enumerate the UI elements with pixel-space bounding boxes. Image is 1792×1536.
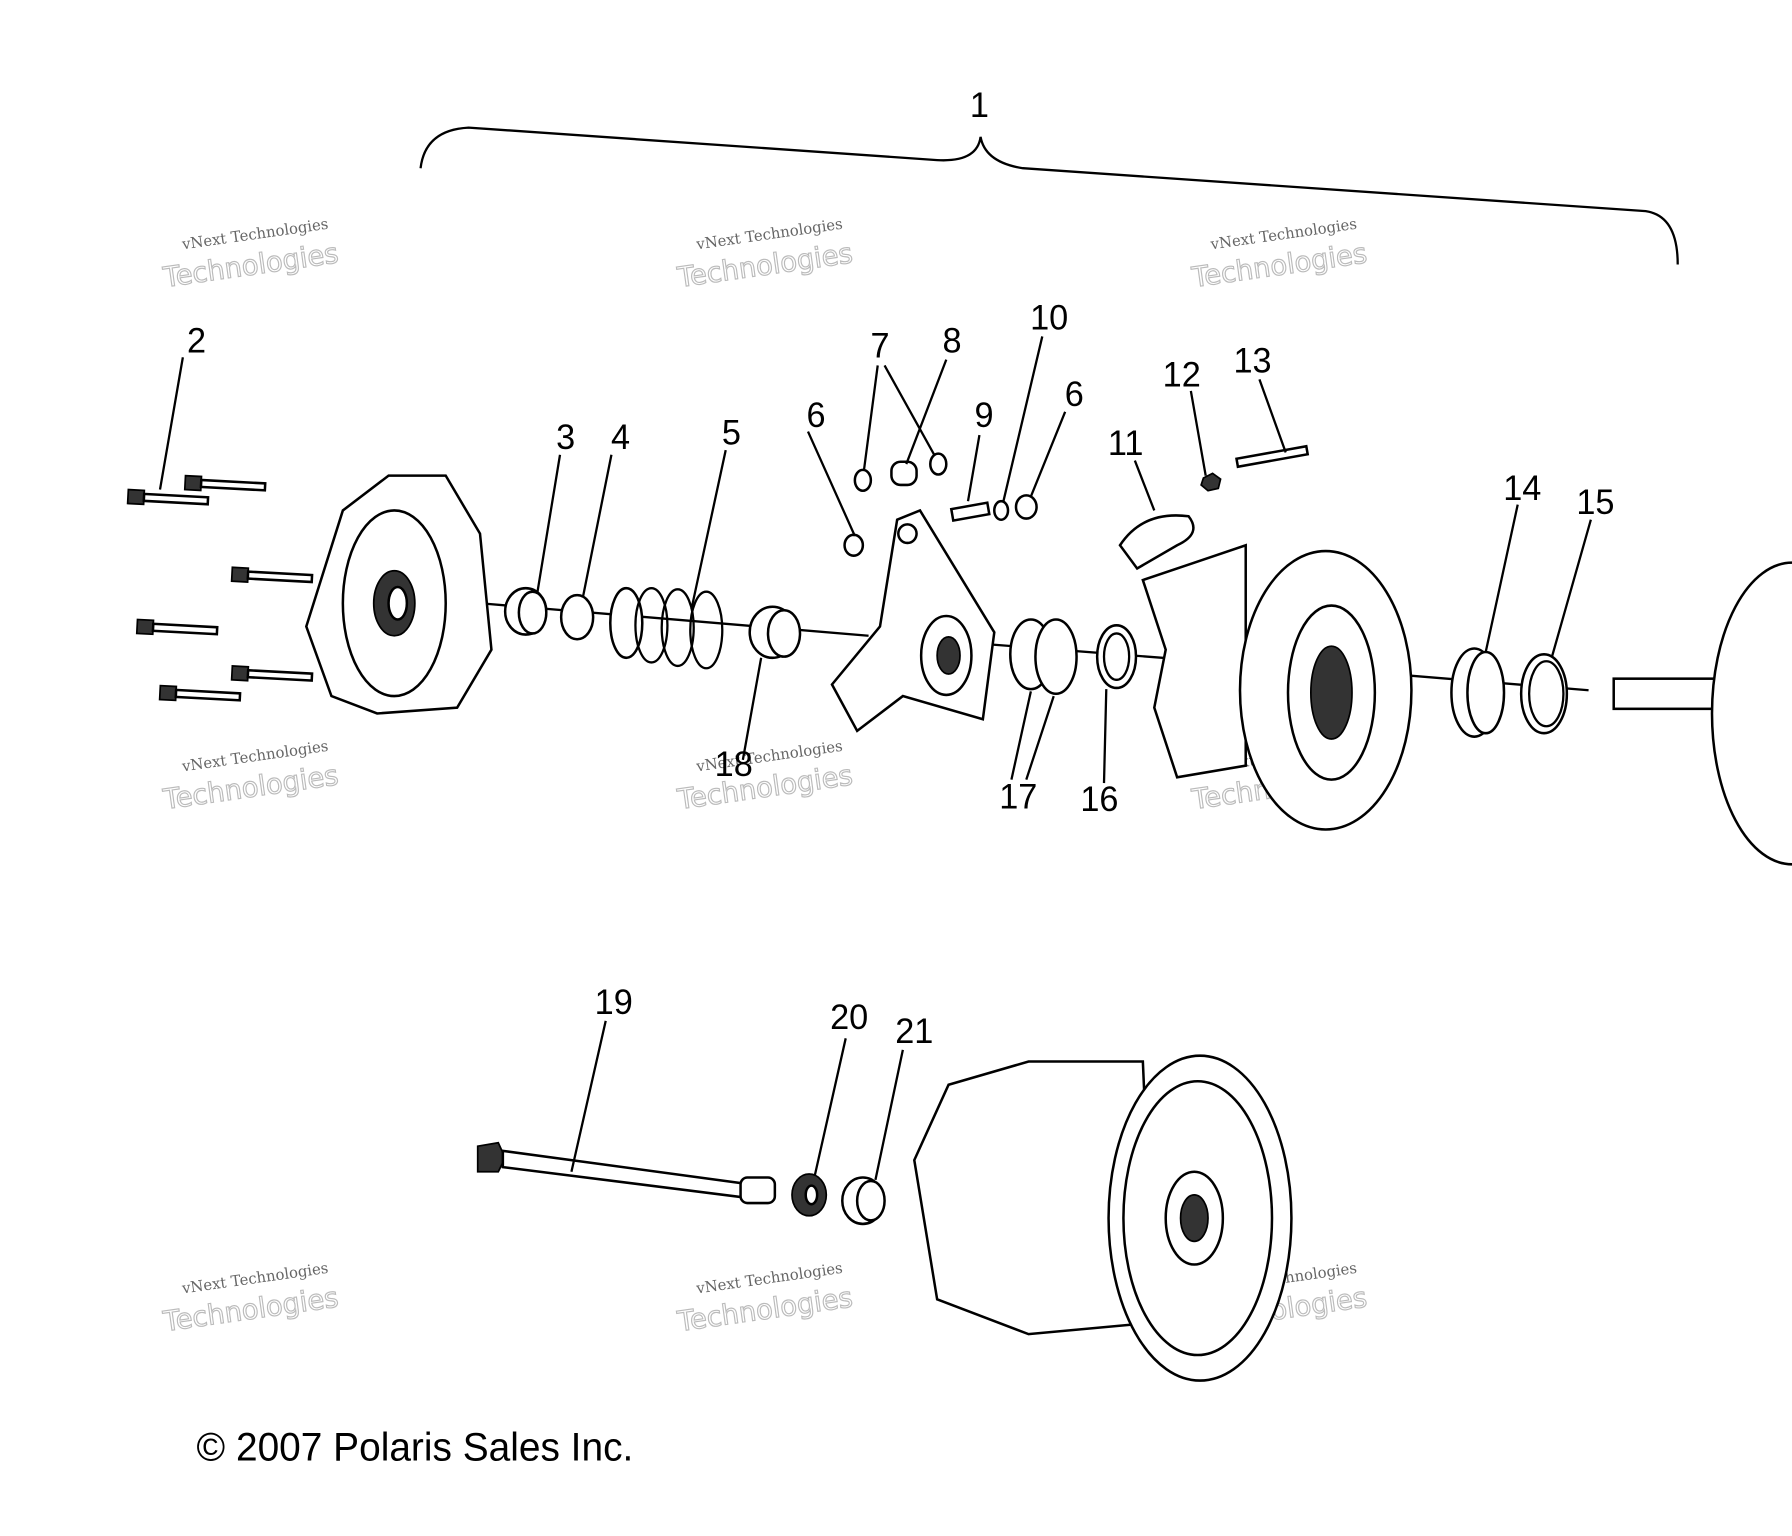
- callout-15: 15: [1576, 484, 1614, 522]
- bushing: [503, 586, 548, 636]
- snap-ring: [559, 593, 595, 641]
- bearing: [1450, 647, 1506, 738]
- callout-11: 11: [1108, 425, 1144, 463]
- callout-2: 2: [187, 322, 206, 360]
- callout-labels: 1 2 3 4 5 6 7 8 9 10 6 11 12 13 14 15 16…: [187, 87, 1614, 1051]
- callout-18: 18: [715, 746, 753, 784]
- moveable-sheave: [1141, 543, 1413, 831]
- callout-14: 14: [1503, 470, 1541, 508]
- washer: [791, 1173, 828, 1217]
- callout-8: 8: [942, 322, 961, 360]
- callout-5: 5: [722, 414, 741, 452]
- spring: [609, 586, 724, 670]
- callout-19: 19: [595, 984, 633, 1022]
- callout-6b: 6: [1065, 376, 1084, 414]
- callout-20: 20: [830, 999, 868, 1037]
- callout-9: 9: [974, 397, 993, 435]
- callout-1: 1: [970, 87, 989, 125]
- fixed-sheave: [1612, 561, 1792, 866]
- callout-12: 12: [1163, 356, 1201, 394]
- callout-17: 17: [999, 778, 1037, 816]
- spider: [830, 508, 996, 733]
- callout-16: 16: [1080, 781, 1118, 819]
- callout-21: 21: [895, 1013, 933, 1051]
- washers: [1009, 618, 1138, 696]
- leader-lines: [158, 336, 1592, 1181]
- callout-13: 13: [1234, 342, 1272, 380]
- weights-hardware: [1118, 444, 1310, 571]
- bushing-lower: [841, 1176, 886, 1226]
- callout-3: 3: [556, 419, 575, 457]
- callout-4: 4: [611, 419, 630, 457]
- callout-10: 10: [1030, 299, 1068, 337]
- small-parts: [843, 452, 1038, 557]
- button-spacer: [748, 605, 802, 660]
- callout-7: 7: [870, 327, 889, 365]
- copyright-notice: © 2007 Polaris Sales Inc.: [197, 1426, 634, 1469]
- bolts: [126, 474, 314, 702]
- clutch-cover: [304, 474, 493, 715]
- seal-ring: [1519, 653, 1569, 735]
- callout-6: 6: [806, 397, 825, 435]
- retaining-bolt: [476, 1141, 777, 1205]
- assembly-bracket: [419, 126, 1679, 265]
- drive-clutch-assembly: [912, 1054, 1293, 1382]
